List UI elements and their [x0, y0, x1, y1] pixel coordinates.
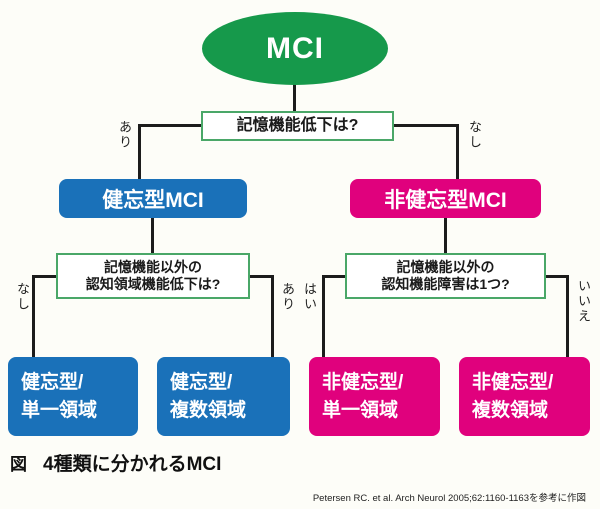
connector-line [392, 124, 459, 127]
connector-line [32, 275, 35, 360]
connector-line [322, 275, 325, 360]
branch-label-yes: あり [117, 120, 132, 150]
leaf-label-line2: 複数領域 [472, 399, 549, 421]
figure-caption: 図 4種類に分かれるMCI [10, 449, 221, 476]
branch-label-yes: はい [302, 282, 317, 312]
question-text-line1: 記憶機能以外の [104, 258, 202, 275]
connector-line [151, 216, 154, 256]
leaf-label-line2: 単一領域 [21, 399, 98, 421]
branch-label-no: なし [467, 120, 482, 150]
connector-line [138, 124, 141, 181]
node-label: 健忘型MCI [102, 188, 204, 212]
connector-line [566, 275, 569, 360]
branch-label-no: いいえ [576, 279, 591, 324]
root-node-label: MCI [266, 31, 324, 65]
figure-caption-title: 4種類に分かれるMCI [43, 454, 222, 475]
leaf-amnestic-multiple-domain: 健忘型/ 複数領域 [157, 357, 290, 436]
connector-line [544, 275, 569, 278]
leaf-label-line2: 複数領域 [170, 399, 247, 421]
figure-citation: Petersen RC. et al. Arch Neurol 2005;62:… [312, 493, 586, 504]
leaf-label-line1: 健忘型/ [170, 371, 233, 393]
node-non-amnestic-mci: 非健忘型MCI [350, 179, 541, 218]
question-text-line1: 記憶機能以外の [396, 258, 495, 275]
leaf-label-line1: 健忘型/ [21, 371, 84, 393]
leaf-non-amnestic-multiple-domain: 非健忘型/ 複数領域 [459, 357, 590, 436]
question-memory-decline: 記憶機能低下は? [201, 111, 394, 141]
connector-line [138, 124, 203, 127]
connector-line [293, 84, 296, 114]
question-other-domains-decline: 記憶機能以外の 認知領域機能低下は? [56, 253, 250, 299]
connector-line [32, 275, 58, 278]
leaf-label-line2: 単一領域 [322, 399, 399, 421]
question-text-line2: 認知領域機能低下は? [85, 276, 221, 292]
connector-line [271, 275, 274, 360]
connector-line [248, 275, 274, 278]
leaf-non-amnestic-single-domain: 非健忘型/ 単一領域 [309, 357, 440, 436]
branch-label-no: なし [15, 282, 30, 312]
connector-line [456, 124, 459, 181]
connector-line [322, 275, 347, 278]
node-label: 非健忘型MCI [384, 188, 507, 212]
root-node-mci: MCI [202, 12, 388, 85]
question-text-line2: 認知機能障害は1つ? [381, 276, 510, 292]
branch-label-yes: あり [280, 282, 295, 312]
leaf-label-line1: 非健忘型/ [322, 371, 404, 393]
figure-caption-prefix: 図 [10, 455, 27, 474]
node-amnestic-mci: 健忘型MCI [59, 179, 247, 218]
connector-line [444, 216, 447, 256]
leaf-amnestic-single-domain: 健忘型/ 単一領域 [8, 357, 138, 436]
question-single-impairment: 記憶機能以外の 認知機能障害は1つ? [345, 253, 546, 299]
leaf-label-line1: 非健忘型/ [472, 371, 554, 393]
question-text: 記憶機能低下は? [236, 117, 359, 134]
